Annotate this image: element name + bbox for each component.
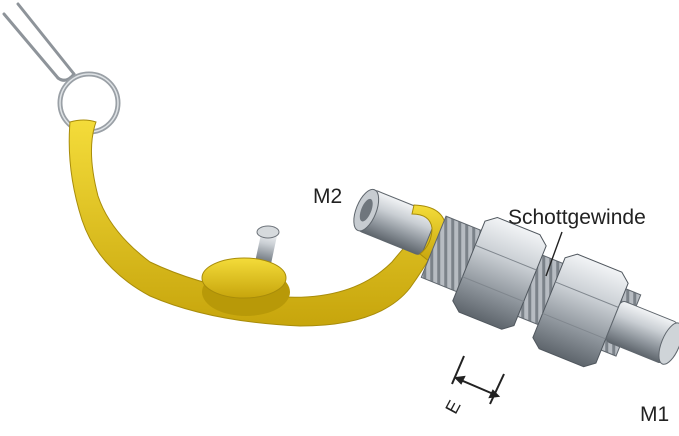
dust-cap xyxy=(201,225,290,316)
schottgewinde-leader xyxy=(545,231,563,277)
retaining-pin xyxy=(2,2,76,82)
e-dimension-marker xyxy=(451,355,505,405)
m2-spigot xyxy=(353,188,437,255)
bulkhead-thread-label: Schottgewinde xyxy=(508,206,646,229)
coupling-body xyxy=(420,215,679,368)
m2-thread-label: M2 xyxy=(313,185,343,208)
m1-thread-label: M1 xyxy=(640,403,670,426)
